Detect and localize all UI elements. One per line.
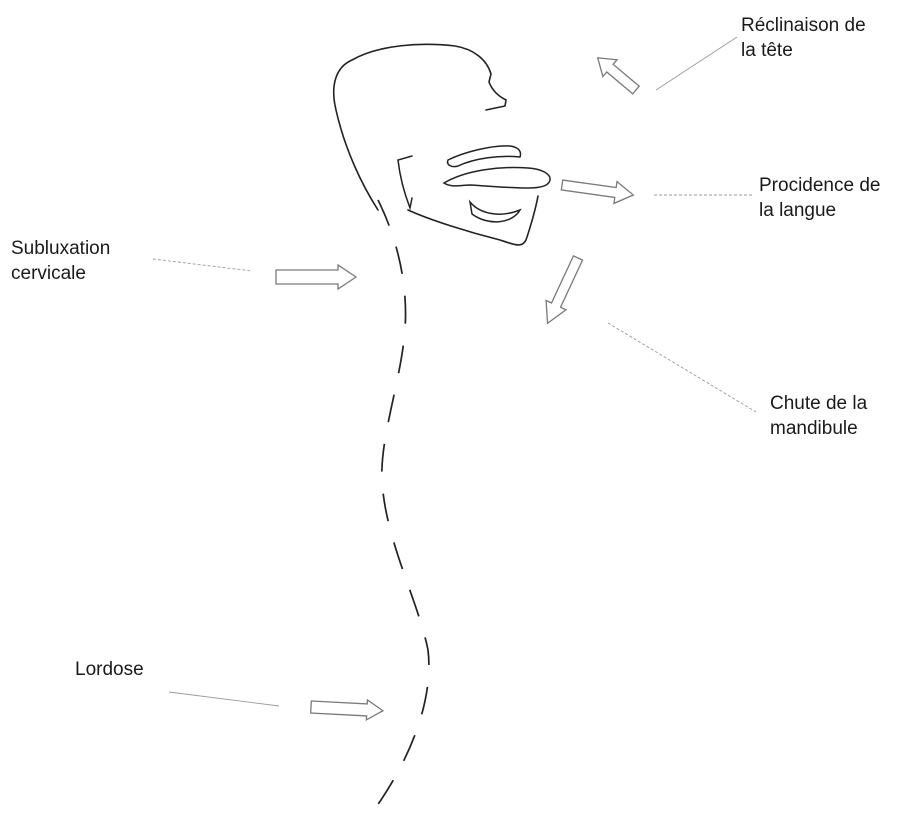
chute-leader-line — [608, 323, 756, 412]
subluxation-label-line1: Subluxation — [11, 236, 110, 261]
lordose-label: Lordose — [75, 657, 144, 682]
subluxation-arrow — [276, 265, 356, 289]
procidence-label: Procidence de la langue — [759, 173, 880, 223]
chute-label-line1: Chute de la — [770, 391, 867, 416]
chute-label: Chute de la mandibule — [770, 391, 867, 441]
procidence-label-line2: la langue — [759, 198, 880, 223]
reclinaison-label-line2: la tête — [741, 38, 866, 63]
lordose-arrow — [310, 697, 383, 721]
subluxation-label-line2: cervicale — [11, 261, 110, 286]
jaw-outline — [408, 196, 538, 245]
reclinaison-label: Réclinaison de la tête — [741, 13, 866, 63]
lordose-label-line1: Lordose — [75, 657, 144, 682]
subluxation-label: Subluxation cervicale — [11, 236, 110, 286]
reclinaison-arrow — [591, 49, 643, 98]
chute-arrow — [538, 253, 588, 328]
lower-lip — [470, 202, 520, 222]
subluxation-leader-line — [153, 259, 252, 271]
procidence-label-line1: Procidence de — [759, 173, 880, 198]
reclinaison-leader-line — [656, 37, 737, 90]
reclinaison-label-line1: Réclinaison de — [741, 13, 866, 38]
upper-lip — [448, 146, 521, 167]
tongue — [444, 168, 550, 188]
spine-dashed-line — [374, 200, 429, 810]
lordose-leader-line — [169, 692, 279, 706]
ear-outline — [398, 156, 412, 208]
procidence-arrow — [560, 174, 634, 206]
chute-label-line2: mandibule — [770, 416, 867, 441]
